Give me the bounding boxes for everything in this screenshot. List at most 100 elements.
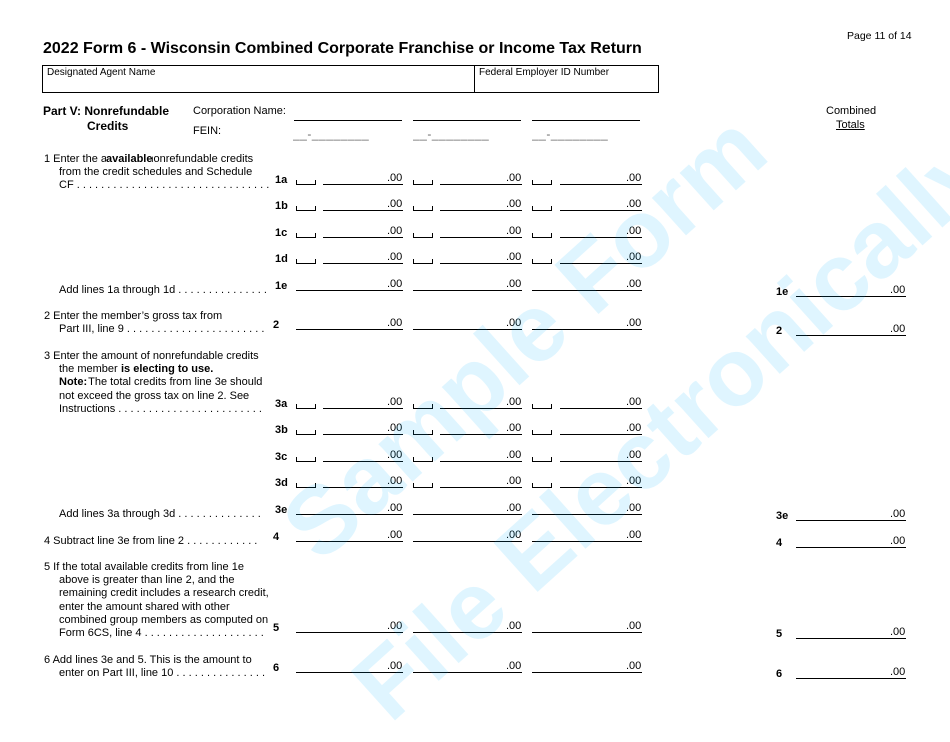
credit-code-field[interactable] — [532, 206, 552, 211]
emphasis-text: available — [106, 153, 153, 165]
amount-field[interactable] — [560, 487, 642, 488]
amount-field[interactable] — [440, 184, 522, 185]
amount-field[interactable] — [560, 461, 642, 462]
credit-code-field[interactable] — [296, 233, 316, 238]
credit-code-field[interactable] — [296, 206, 316, 211]
credit-code-field[interactable] — [532, 457, 552, 462]
credit-code-field[interactable] — [413, 483, 433, 488]
credit-code-field[interactable] — [413, 430, 433, 435]
credit-code-field[interactable] — [532, 180, 552, 185]
combined-total-field[interactable] — [796, 296, 906, 297]
amount-field[interactable] — [440, 210, 522, 211]
credit-code-field[interactable] — [413, 233, 433, 238]
amount-field[interactable] — [413, 514, 522, 515]
cents-label: .00 — [890, 323, 906, 335]
cents-label: .00 — [890, 626, 906, 638]
combined-total-field[interactable] — [796, 520, 906, 521]
amount-field[interactable] — [440, 263, 522, 264]
amount-field[interactable] — [296, 541, 403, 542]
amount-field[interactable] — [440, 487, 522, 488]
cents-label: .00 — [506, 502, 522, 514]
credit-code-field[interactable] — [532, 483, 552, 488]
cents-label: .00 — [506, 198, 522, 210]
amount-field[interactable] — [323, 487, 403, 488]
amount-field[interactable] — [323, 263, 403, 264]
corporation-name-field[interactable] — [294, 120, 402, 121]
amount-field[interactable] — [532, 514, 642, 515]
credit-code-field[interactable] — [296, 457, 316, 462]
amount-field[interactable] — [532, 290, 642, 291]
amount-field[interactable] — [560, 263, 642, 264]
amount-field[interactable] — [323, 210, 403, 211]
combined-total-field[interactable] — [796, 335, 906, 336]
amount-field[interactable] — [413, 541, 522, 542]
amount-field[interactable] — [323, 408, 403, 409]
amount-field[interactable] — [560, 434, 642, 435]
amount-field[interactable] — [323, 434, 403, 435]
amount-field[interactable] — [440, 237, 522, 238]
fein-field[interactable]: __-________ — [413, 127, 490, 141]
credit-code-field[interactable] — [532, 233, 552, 238]
cents-label: .00 — [506, 660, 522, 672]
combined-total-field[interactable] — [796, 547, 906, 548]
amount-field[interactable] — [323, 461, 403, 462]
credit-code-field[interactable] — [532, 259, 552, 264]
amount-field[interactable] — [296, 632, 403, 633]
amount-field[interactable] — [532, 632, 642, 633]
amount-field[interactable] — [413, 672, 522, 673]
combined-totals-heading: Combined — [826, 105, 877, 117]
credit-code-field[interactable] — [413, 180, 433, 185]
amount-field[interactable] — [532, 329, 642, 330]
cents-label: .00 — [506, 475, 522, 487]
cents-label: .00 — [387, 317, 403, 329]
credit-code-field[interactable] — [296, 430, 316, 435]
cents-label: .00 — [387, 449, 403, 461]
federal-employer-id-field[interactable]: Federal Employer ID Number — [475, 66, 657, 92]
credit-code-field[interactable] — [413, 259, 433, 264]
combined-total-field[interactable] — [796, 678, 906, 679]
fein-field[interactable]: __-________ — [293, 127, 370, 141]
line-number: 3c — [275, 451, 288, 463]
cents-label: .00 — [626, 396, 642, 408]
amount-field[interactable] — [296, 329, 403, 330]
amount-field[interactable] — [296, 514, 403, 515]
amount-field[interactable] — [440, 461, 522, 462]
cents-label: .00 — [626, 225, 642, 237]
amount-field[interactable] — [413, 632, 522, 633]
amount-field[interactable] — [296, 672, 403, 673]
credit-code-field[interactable] — [413, 457, 433, 462]
designated-agent-name-field[interactable]: Designated Agent Name — [43, 66, 473, 92]
line-number: 3b — [275, 424, 288, 436]
credit-code-field[interactable] — [296, 259, 316, 264]
amount-field[interactable] — [560, 408, 642, 409]
credit-code-field[interactable] — [413, 206, 433, 211]
corporation-name-field[interactable] — [532, 120, 640, 121]
amount-field[interactable] — [560, 237, 642, 238]
cents-label: .00 — [506, 172, 522, 184]
amount-field[interactable] — [323, 237, 403, 238]
credit-code-field[interactable] — [413, 404, 433, 409]
amount-field[interactable] — [296, 290, 403, 291]
fein-field[interactable]: __-________ — [532, 127, 609, 141]
cents-label: .00 — [387, 422, 403, 434]
emphasis-text: is electing to use. — [121, 363, 214, 375]
credit-code-field[interactable] — [296, 483, 316, 488]
amount-field[interactable] — [532, 541, 642, 542]
credit-code-field[interactable] — [532, 404, 552, 409]
combined-total-field[interactable] — [796, 638, 906, 639]
amount-field[interactable] — [560, 184, 642, 185]
credit-code-field[interactable] — [296, 404, 316, 409]
amount-field[interactable] — [440, 434, 522, 435]
amount-field[interactable] — [440, 408, 522, 409]
line-number: 2 — [273, 319, 280, 331]
amount-field[interactable] — [323, 184, 403, 185]
amount-field[interactable] — [413, 290, 522, 291]
line-number: 1c — [275, 227, 288, 239]
credit-code-field[interactable] — [296, 180, 316, 185]
amount-field[interactable] — [413, 329, 522, 330]
corporation-name-field[interactable] — [413, 120, 521, 121]
amount-field[interactable] — [560, 210, 642, 211]
line-description: 2 Enter the member’s gross tax from — [44, 310, 223, 322]
amount-field[interactable] — [532, 672, 642, 673]
credit-code-field[interactable] — [532, 430, 552, 435]
